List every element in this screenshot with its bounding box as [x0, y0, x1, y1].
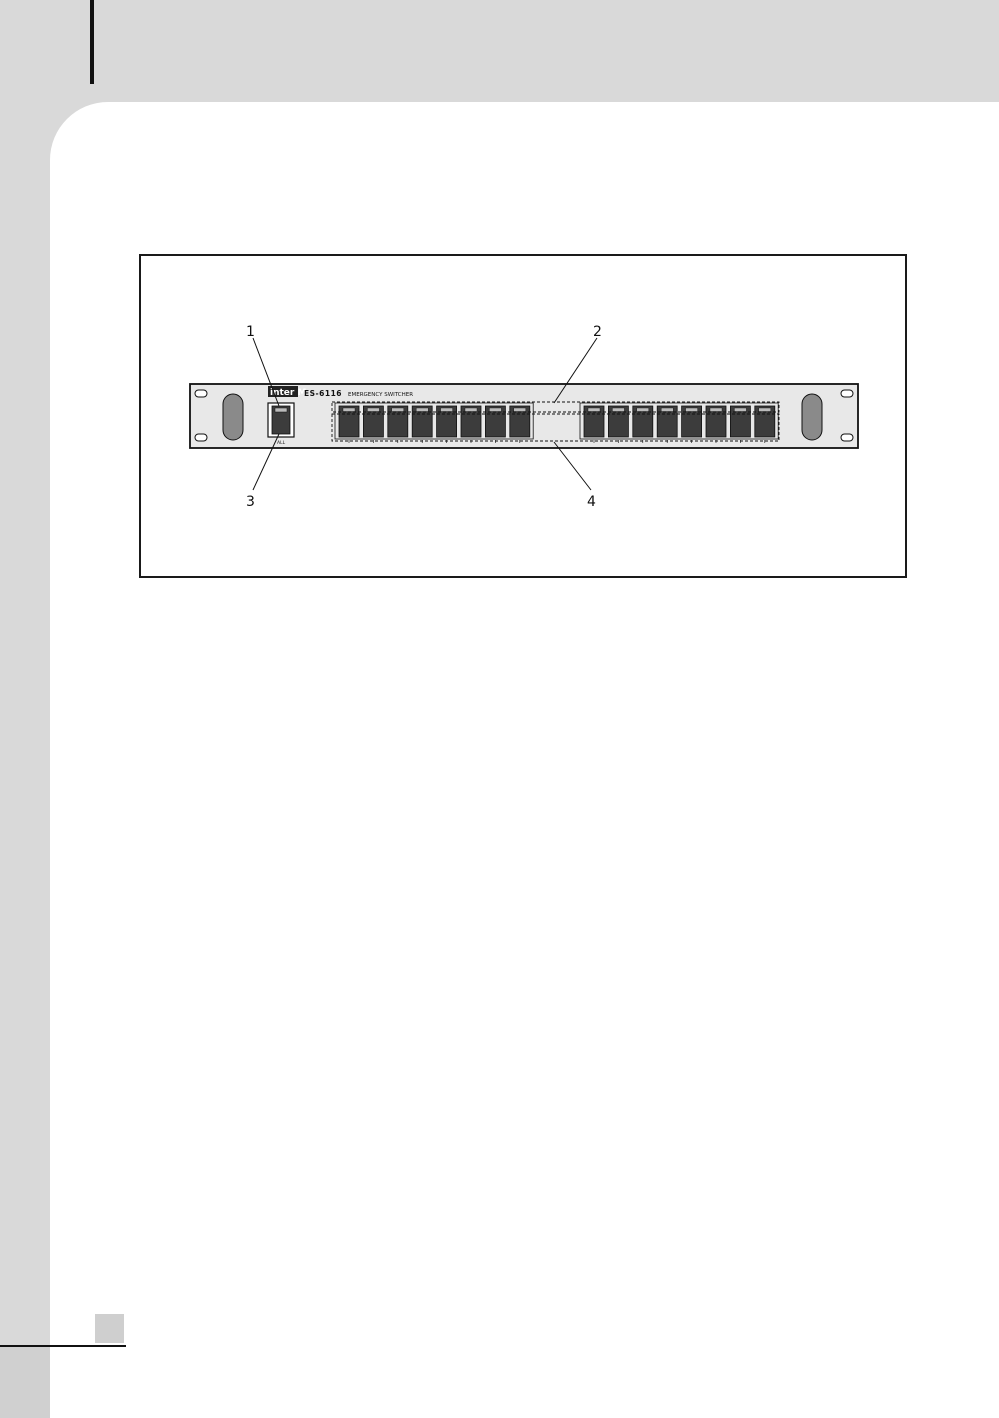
switch-lamp	[489, 408, 501, 412]
switch-lamp	[392, 408, 404, 412]
leader-line-4	[554, 442, 591, 490]
switch-lamp	[661, 408, 673, 412]
switch-lamp	[416, 408, 428, 412]
mounting-slot-icon	[841, 390, 853, 397]
all-switch-label: ALL	[277, 440, 286, 446]
rack-ear-handle-icon	[802, 394, 822, 440]
figure-frame: inter M ES-6116 EMERGENCY SWITCHER ALL 1…	[139, 254, 907, 578]
callout-2: 2	[593, 324, 602, 340]
switch-lamp	[734, 408, 746, 412]
switch-lamp	[710, 408, 722, 412]
callout-3: 3	[246, 494, 255, 510]
switch-lamp	[343, 408, 355, 412]
switch-lamp	[367, 408, 379, 412]
switch-lamp	[441, 408, 453, 412]
switch-lamp	[637, 408, 649, 412]
callout-1: 1	[246, 324, 255, 340]
switch-lamp	[612, 408, 624, 412]
model-description: EMERGENCY SWITCHER	[348, 392, 413, 398]
model-name: ES-6116	[304, 389, 342, 398]
all-switch-lamp	[275, 408, 287, 412]
header-rule	[90, 0, 94, 84]
switch-lamp	[514, 408, 526, 412]
callout-4: 4	[587, 494, 596, 510]
rack-ear-handle-icon	[223, 394, 243, 440]
switch-lamp	[686, 408, 698, 412]
switch-lamp	[759, 408, 771, 412]
mounting-slot-icon	[195, 434, 207, 441]
switch-lamp	[588, 408, 600, 412]
switch-lamp	[465, 408, 477, 412]
mounting-slot-icon	[195, 390, 207, 397]
mounting-slot-icon	[841, 434, 853, 441]
page-number-box	[95, 1314, 124, 1343]
front-panel-diagram: inter M ES-6116 EMERGENCY SWITCHER ALL 1…	[141, 256, 905, 576]
sidebar-shade	[0, 1347, 50, 1418]
